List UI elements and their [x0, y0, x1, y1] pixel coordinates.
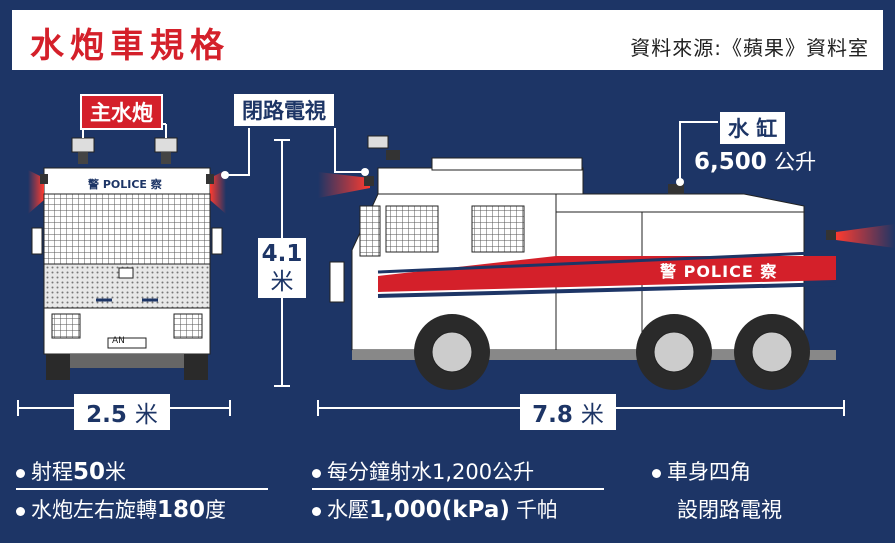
- spec-flow-text: 每分鐘射水1,200公升: [327, 460, 535, 484]
- spec-pressure: 水壓1,000(kPa)千帕: [312, 494, 558, 524]
- front-police-char-left: 警: [88, 178, 99, 191]
- spec-pressure-value: 1,000: [369, 497, 442, 523]
- label-main-cannon: 主水炮: [80, 94, 163, 130]
- dim-width: 2.5 米: [74, 394, 170, 430]
- spec-range-unit: 米: [105, 460, 127, 484]
- page-title: 水炮車規格: [30, 26, 230, 66]
- front-police-char-right: 察: [150, 178, 162, 191]
- side-police-char-right: 察: [760, 262, 778, 281]
- spec-rotation-unit: 度: [205, 498, 227, 522]
- side-police-char-left: 警: [660, 262, 678, 281]
- bullet-dot: [16, 468, 25, 478]
- label-cctv: 閉路電視: [232, 92, 336, 128]
- spec-pressure-unit-a: (kPa): [441, 497, 510, 523]
- dim-width-unit: 米: [134, 402, 158, 428]
- side-police-marking: 警 POLICE 察: [660, 258, 777, 282]
- tank-capacity: 6,500 公升: [694, 146, 816, 176]
- spec-range-label: 射程: [31, 460, 73, 484]
- source-credit: 資料來源:《蘋果》資料室: [630, 36, 869, 60]
- side-wheel-middle: [636, 314, 712, 390]
- bullet-dot: [652, 468, 661, 478]
- front-police-marking: 警 POLICE 察: [88, 176, 162, 192]
- spec-divider-2: [312, 488, 604, 490]
- dim-height-value: 4.1: [261, 241, 303, 267]
- bullet-dot: [16, 506, 25, 516]
- spec-pressure-label: 水壓: [327, 498, 369, 522]
- spec-divider-1: [16, 488, 268, 490]
- dim-length-unit: 米: [580, 402, 604, 428]
- spec-cctv-line2: 設閉路電視: [677, 498, 782, 522]
- dim-length: 7.8 米: [520, 394, 616, 430]
- spec-rotation-value: 180: [157, 497, 206, 523]
- label-tank-title: 水 缸: [718, 110, 788, 146]
- main-cannon-right: [154, 137, 178, 164]
- spec-flow: 每分鐘射水1,200公升: [312, 456, 534, 486]
- side-wheel-rear: [734, 314, 810, 390]
- spec-cctv-line1: 車身四角: [652, 456, 751, 486]
- spec-pressure-unit-b: 千帕: [515, 498, 558, 522]
- front-view-truck: [28, 123, 226, 380]
- front-plate: AN: [112, 336, 125, 346]
- front-police-text: POLICE: [102, 178, 147, 191]
- spec-cctv-text-1: 車身四角: [667, 460, 751, 484]
- callout-lines: [225, 118, 718, 182]
- dim-length-value: 7.8: [532, 402, 573, 428]
- spec-range-value: 50: [73, 459, 106, 485]
- dim-width-value: 2.5: [86, 402, 127, 428]
- dim-height: 4.1 米: [258, 238, 306, 298]
- side-wheel-front: [414, 314, 490, 390]
- header-banner: 水炮車規格 資料來源:《蘋果》資料室: [12, 10, 883, 70]
- tank-capacity-value: 6,500: [694, 149, 767, 175]
- spec-rotation: 水炮左右旋轉180度: [16, 494, 226, 524]
- side-view-truck: [318, 135, 895, 390]
- tank-capacity-unit: 公升: [774, 150, 817, 174]
- side-police-text: POLICE: [683, 262, 754, 281]
- main-cannon-left: [71, 137, 95, 164]
- spec-range: 射程50米: [16, 456, 126, 486]
- bullet-dot: [312, 506, 321, 516]
- bullet-dot: [312, 468, 321, 478]
- dim-height-unit: 米: [270, 269, 294, 295]
- spec-rotation-label: 水炮左右旋轉: [31, 498, 157, 522]
